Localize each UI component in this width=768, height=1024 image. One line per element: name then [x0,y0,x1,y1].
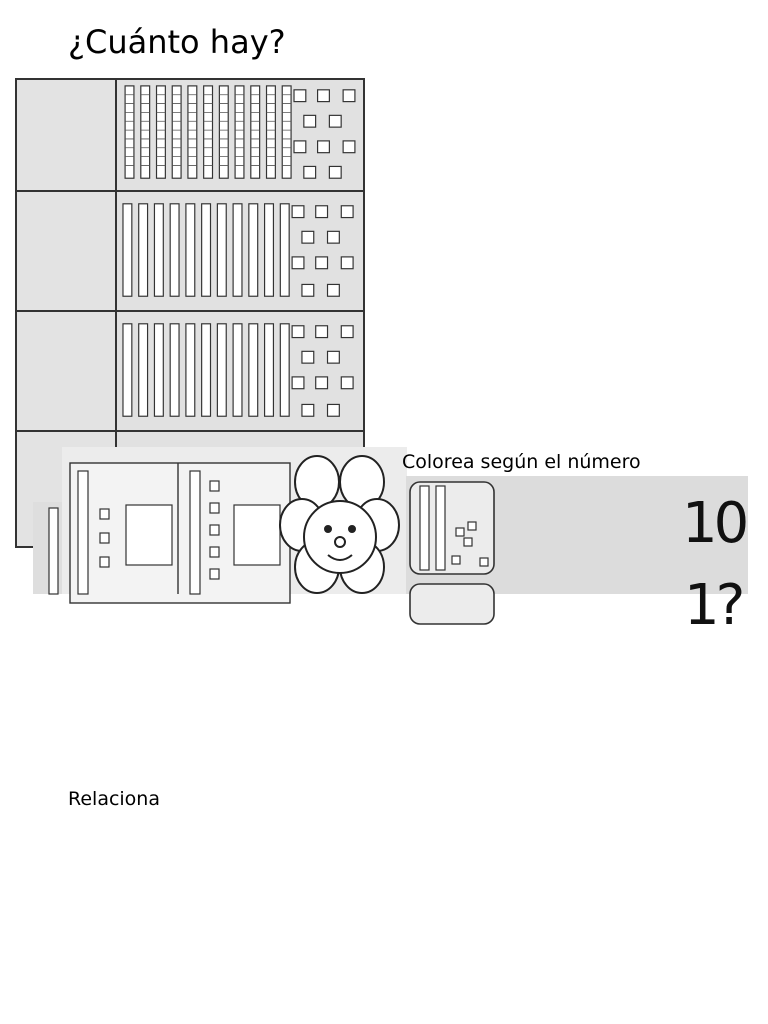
base-ten-cards-icon [409,481,495,625]
table-row [17,192,363,312]
base-ten-blocks-icon [124,85,356,179]
section-title-cuanto-hay: ¿Cuánto hay? [68,23,286,61]
base-ten-blocks-icon [122,323,354,417]
tens-rod-icon [48,507,59,595]
answer-box[interactable] [17,312,117,430]
answer-box[interactable] [17,192,117,310]
section-title-relaciona: Relaciona [68,788,160,810]
answer-box[interactable] [17,80,117,190]
worksheet-fragment [33,502,62,595]
table-row [17,312,363,432]
number-label: 10 [682,491,749,556]
section-title-colorea: Colorea según el número [402,451,641,473]
worksheet-fragment-flower [62,447,407,604]
base-ten-blocks-icon [122,203,354,297]
flower-icon [279,455,400,594]
base-ten-cards-icon [69,455,400,604]
number-label: 1? [684,573,745,638]
color-by-number-worksheet: 10 1? [406,476,749,636]
table-row [17,80,363,192]
